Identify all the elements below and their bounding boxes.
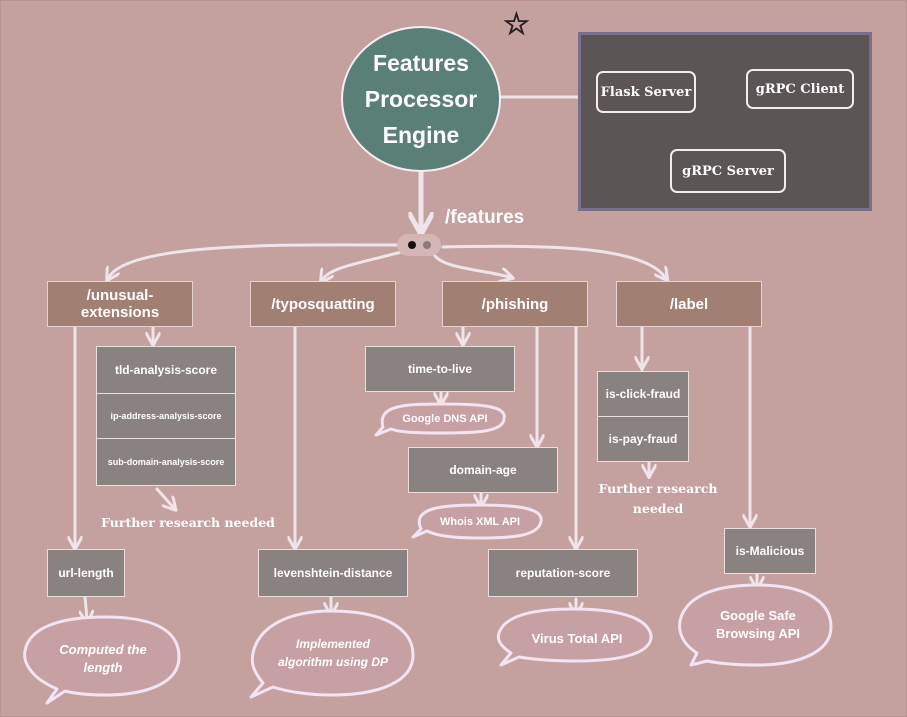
google-safe-browsing-line1: Google Safe xyxy=(720,608,796,623)
engine-title-line1: Features xyxy=(373,50,469,76)
domain-age-label: domain-age xyxy=(449,463,517,477)
levenshtein-distance-box: levenshtein-distance xyxy=(258,549,408,597)
url-length-box: url-length xyxy=(47,549,125,597)
reputation-score-box: reputation-score xyxy=(488,549,638,597)
route-typosquatting-label: /typosquatting xyxy=(271,295,375,313)
google-safe-browsing-line2: Browsing API xyxy=(715,626,801,641)
is-click-fraud-box: is-click-fraud xyxy=(597,371,689,417)
route-unusual-line1: /unusual- xyxy=(86,287,154,304)
route-phishing: /phishing xyxy=(442,281,588,327)
route-phishing-label: /phishing xyxy=(481,295,549,313)
features-endpoint-label: /features xyxy=(445,207,525,228)
computed-length-line1: Computed the xyxy=(59,642,147,657)
computed-callout-shape xyxy=(23,615,181,705)
virus-total-api-label: Virus Total API xyxy=(531,631,623,646)
features-junction xyxy=(397,234,441,256)
branch-label xyxy=(441,244,665,277)
engine-title-line3: Engine xyxy=(382,122,460,148)
dns-callout-shape xyxy=(374,402,506,437)
label-further-line2: needed xyxy=(632,501,684,516)
route-typosquatting: /typosquatting xyxy=(250,281,396,327)
google-safe-browsing-callout: Google Safe Browsing API xyxy=(691,599,825,651)
domain-age-box: domain-age xyxy=(408,447,558,493)
grpc-server-label: gRPC Server xyxy=(682,163,774,179)
is-pay-fraud-box: is-pay-fraud xyxy=(597,416,689,462)
junction-dot-light xyxy=(423,241,431,249)
flask-server-label: Flask Server xyxy=(600,84,692,100)
google-dns-api-callout: Google DNS API xyxy=(389,407,501,431)
branch-unusual xyxy=(109,243,401,277)
ip-address-analysis-score-box: ip-address-analysis-score xyxy=(96,393,236,439)
branch-phishing xyxy=(431,251,509,277)
grpc-server-node: gRPC Server xyxy=(670,149,786,193)
computed-length-callout: Computed the length xyxy=(31,631,175,687)
branch-typo xyxy=(323,249,407,279)
tld-analysis-score-label: tld-analysis-score xyxy=(114,363,218,377)
whois-callout-shape xyxy=(411,503,543,540)
levenshtein-distance-label: levenshtein-distance xyxy=(273,566,393,580)
ip-address-analysis-score-label: ip-address-analysis-score xyxy=(110,411,222,421)
junction-dot-dark xyxy=(408,241,416,249)
star-icon: ☆ xyxy=(503,7,531,42)
route-unusual-line2: extensions xyxy=(80,304,160,321)
callout-shapes xyxy=(23,402,833,705)
is-pay-fraud-label: is-pay-fraud xyxy=(608,432,678,446)
reputation-score-label: reputation-score xyxy=(515,566,611,580)
route-label-label: /label xyxy=(669,295,709,313)
virus-total-api-callout: Virus Total API xyxy=(509,621,645,657)
features-processor-engine: Features Processor Engine xyxy=(341,26,501,172)
unusual-further-research-note: Further research needed xyxy=(101,515,275,530)
sub-domain-analysis-score-label: sub-domain-analysis-score xyxy=(107,457,225,467)
url-length-label: url-length xyxy=(58,566,114,580)
flask-server-node: Flask Server xyxy=(596,71,696,113)
vt-callout-shape xyxy=(496,607,653,667)
whois-xml-api-callout: Whois XML API xyxy=(425,509,535,535)
engine-title-line2: Processor xyxy=(364,86,478,112)
dp-algorithm-line1: Implemented xyxy=(295,637,370,651)
dp-callout-shape xyxy=(249,609,415,699)
is-malicious-label: is-Malicious xyxy=(735,544,805,558)
url-length-to-note xyxy=(85,595,87,619)
route-unusual-extensions: /unusual- extensions xyxy=(47,281,193,327)
time-to-live-box: time-to-live xyxy=(365,346,515,392)
computed-length-line2: length xyxy=(83,660,123,675)
dp-algorithm-line2: algorithm using DP xyxy=(277,655,388,669)
route-label: /label xyxy=(616,281,762,327)
scores-to-further xyxy=(155,487,173,507)
dp-algorithm-callout: Implemented algorithm using DP xyxy=(263,625,403,681)
gsb-callout-shape xyxy=(678,583,833,667)
tld-analysis-score-box: tld-analysis-score xyxy=(96,346,236,394)
label-further-research-note: Further research needed xyxy=(593,479,723,519)
label-further-line1: Further research xyxy=(598,481,718,496)
time-to-live-label: time-to-live xyxy=(407,362,472,376)
whois-xml-api-label: Whois XML API xyxy=(439,516,521,528)
is-click-fraud-label: is-click-fraud xyxy=(605,387,681,401)
grpc-client-label: gRPC Client xyxy=(755,81,845,97)
google-dns-api-label: Google DNS API xyxy=(402,413,488,425)
is-malicious-box: is-Malicious xyxy=(724,528,816,574)
grpc-client-node: gRPC Client xyxy=(746,69,854,109)
sub-domain-analysis-score-box: sub-domain-analysis-score xyxy=(96,438,236,486)
